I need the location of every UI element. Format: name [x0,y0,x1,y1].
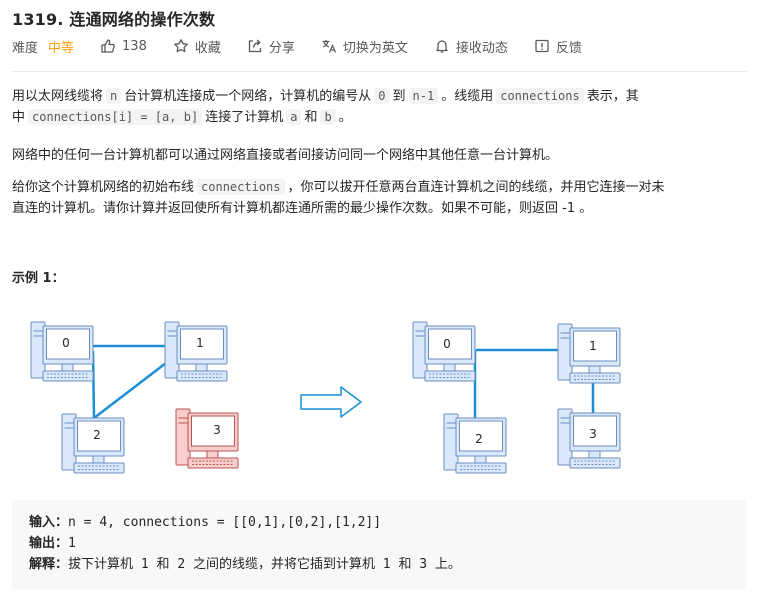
right-network: 0 1 2 3 [412,321,621,474]
arrow-right-icon [300,386,362,418]
inline-code: connections[i] = [a, b] [28,109,203,125]
inline-code: n-1 [408,88,439,104]
notify-button[interactable]: 接收动态 [434,37,508,56]
computer-icon [557,323,621,384]
network-links [91,344,167,419]
switch-language-label: 切换为英文 [342,40,408,56]
computer-icon-highlight [175,408,239,469]
notify-label: 接收动态 [455,40,508,56]
computer-icon [30,321,94,382]
computer-icon [61,413,125,474]
explain-label: 解释： [29,557,69,572]
computer-icon [164,321,228,382]
feedback-button[interactable]: 反馈 [534,37,582,56]
node-label: 1 [196,336,204,350]
output-label: 输出： [29,536,69,551]
difficulty-badge: 中等 [48,40,75,56]
node-label: 2 [475,432,483,446]
node-label: 0 [62,336,70,350]
node-label: 0 [443,337,451,351]
share-icon [248,39,262,53]
description-paragraph-2: 网络中的任何一台计算机都可以通过网络直接或者间接访问同一个网络中其他任意一台计算… [12,148,559,163]
translate-icon [322,40,336,53]
feedback-icon [535,39,549,53]
input-value: n = 4, connections = [[0,1],[0,2],[1,2]] [68,515,382,530]
example-title: 示例 1： [12,271,65,286]
bell-icon [436,40,448,53]
inline-code: connections [197,179,285,195]
share-label: 分享 [268,40,295,56]
computer-icon [412,321,476,382]
difficulty-label: 难度 [12,40,39,56]
meta-bar: 难度 中等 138 收藏 分享 切换为英文 接收动态 反馈 [12,36,608,56]
output-value: 1 [68,536,76,551]
favorite-button[interactable]: 收藏 [173,37,221,56]
star-icon [174,39,188,53]
inline-code: a [286,109,302,125]
problem-title: 1319. 连通网络的操作次数 [12,10,216,29]
example-code-block: 输入：n = 4, connections = [[0,1],[0,2],[1,… [12,500,746,590]
network-diagram: 0 1 2 3 0 1 2 3 [30,321,621,474]
favorite-label: 收藏 [194,40,221,56]
divider [12,71,747,72]
example-explain-row: 解释：拔下计算机 1 和 2 之间的线缆，并将它插到计算机 1 和 3 上。 [29,554,729,575]
node-label: 3 [589,427,597,441]
like-count: 138 [122,38,147,54]
node-label: 3 [213,423,221,437]
node-label: 1 [589,339,597,353]
input-label: 输入： [29,515,69,530]
share-button[interactable]: 分享 [247,37,295,56]
inline-code: connections [496,88,584,104]
like-button[interactable]: 138 [100,38,147,54]
inline-code: 0 [374,88,390,104]
left-network: 0 1 2 3 [30,321,239,474]
example-input-row: 输入：n = 4, connections = [[0,1],[0,2],[1,… [29,512,729,533]
explain-value: 拔下计算机 1 和 2 之间的线缆，并将它插到计算机 1 和 3 上。 [68,557,461,572]
example-output-row: 输出：1 [29,533,729,554]
inline-code: b [320,109,336,125]
node-label: 2 [93,428,101,442]
switch-language-button[interactable]: 切换为英文 [321,37,408,56]
thumbs-up-icon [101,39,115,53]
inline-code: n [106,88,122,104]
feedback-label: 反馈 [555,40,582,56]
